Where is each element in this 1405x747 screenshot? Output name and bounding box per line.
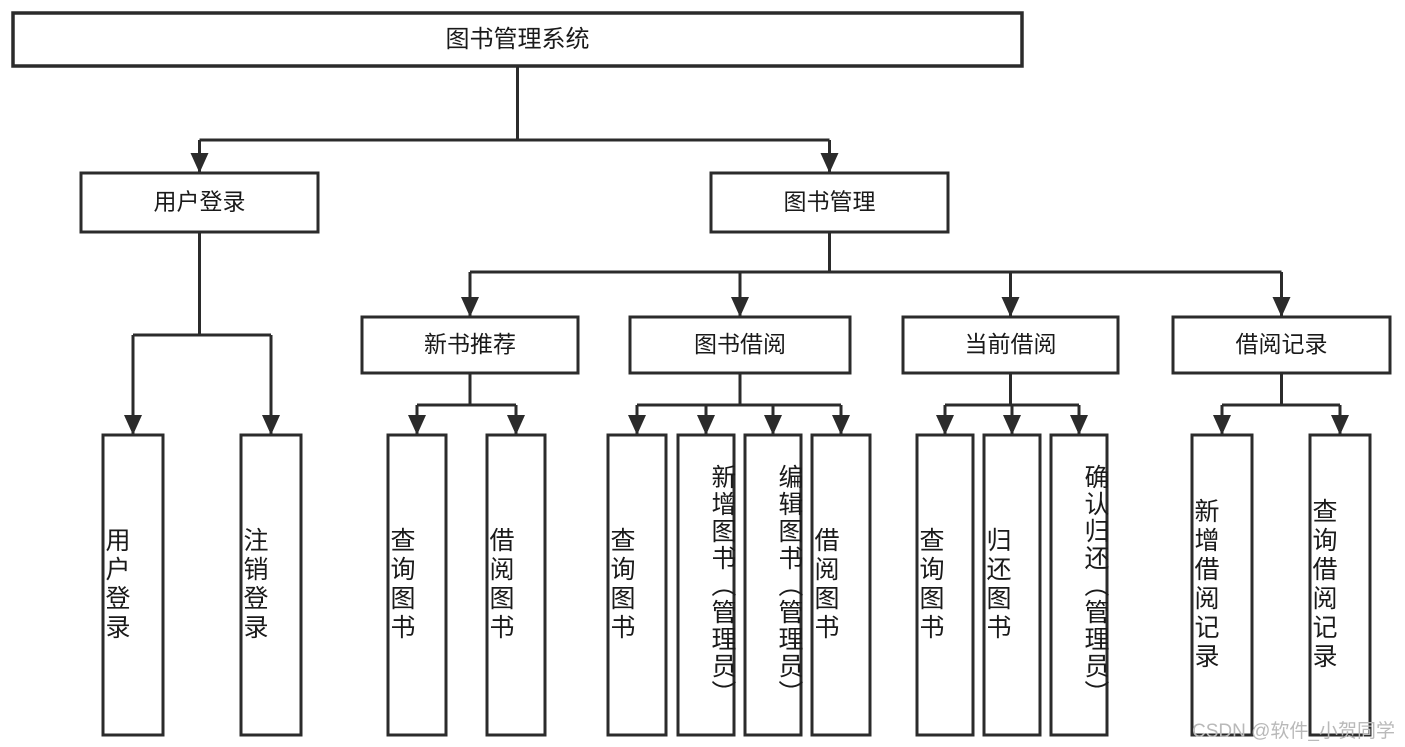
arrow-head-icon (764, 415, 782, 435)
arrow-head-icon (936, 415, 954, 435)
leaf-node-leaf-edit-book[interactable] (743, 433, 803, 737)
node-label-borrow-record: 借阅记录 (1236, 331, 1328, 357)
leaf-node-leaf-add-book[interactable] (676, 433, 736, 737)
arrow-head-icon (124, 415, 142, 435)
arrow-head-icon (1272, 297, 1291, 317)
node-label-root: 图书管理系统 (446, 26, 590, 53)
arrow-head-icon (1213, 415, 1231, 435)
leaf-node-leaf-borrow-book[interactable] (810, 433, 872, 737)
arrow-head-icon (731, 297, 749, 317)
arrow-head-icon (190, 153, 209, 173)
arrow-head-icon (262, 415, 280, 435)
node-current-borrow[interactable] (901, 315, 1120, 375)
leaf-node-leaf-query-borrow-record[interactable] (1308, 433, 1372, 737)
node-label-current-borrow: 当前借阅 (965, 331, 1057, 357)
leaf-node-leaf-confirm-return[interactable] (1049, 433, 1109, 737)
arrow-head-icon (1331, 415, 1349, 435)
arrow-head-icon (1070, 415, 1088, 435)
node-borrow-record[interactable] (1171, 315, 1392, 375)
arrow-head-icon (697, 415, 715, 435)
leaf-node-leaf-query-book-current[interactable] (915, 433, 975, 737)
node-label-book-management: 图书管理 (784, 189, 876, 215)
arrow-head-icon (408, 415, 426, 435)
watermark: CSDN @软件_小贺同学 (1192, 721, 1395, 742)
arrow-head-icon (461, 297, 479, 317)
arrow-head-icon (1003, 415, 1021, 435)
node-label-book-borrow: 图书借阅 (694, 331, 786, 357)
node-label-user-login: 用户登录 (154, 189, 246, 215)
arrow-head-icon (628, 415, 646, 435)
leaf-node-leaf-logout[interactable] (239, 433, 303, 737)
node-book-borrow[interactable] (628, 315, 852, 375)
arrow-head-icon (507, 415, 525, 435)
arrow-head-icon (820, 153, 839, 173)
leaf-node-leaf-query-book-borrow[interactable] (606, 433, 668, 737)
leaf-node-leaf-return-book[interactable] (982, 433, 1042, 737)
connector-layer (124, 66, 1349, 435)
leaf-node-leaf-query-book-recommend[interactable] (386, 433, 448, 737)
leaf-node-leaf-borrow-book-recommend[interactable] (485, 433, 547, 737)
arrow-head-icon (1001, 297, 1020, 317)
node-book-management[interactable] (709, 171, 950, 234)
leaf-node-leaf-add-borrow-record[interactable] (1190, 433, 1254, 737)
node-root[interactable] (11, 11, 1024, 68)
node-new-book-recommend[interactable] (360, 315, 580, 375)
leaf-node-leaf-user-login[interactable] (101, 433, 165, 737)
node-label-new-book-recommend: 新书推荐 (424, 331, 516, 357)
node-user-login[interactable] (79, 171, 320, 234)
arrow-head-icon (832, 415, 850, 435)
